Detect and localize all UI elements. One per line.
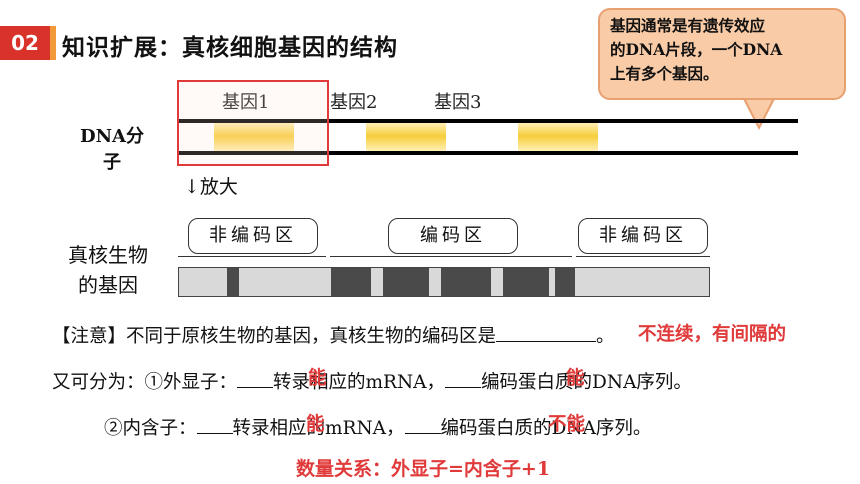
dna-label-line: 子	[103, 152, 121, 173]
intron-segment	[491, 268, 503, 296]
section-badge: 02	[0, 26, 50, 60]
dna-strand-bottom	[178, 151, 798, 155]
note-text: 转录相应的mRNA，	[232, 418, 405, 439]
gene-2-label: 基因2	[330, 92, 378, 113]
eukaryote-gene-label: 真核生物 的基因	[52, 240, 164, 300]
answer-intron-encode: 不能	[548, 414, 586, 435]
region-label-coding: 编码区	[388, 218, 518, 254]
exon-segment	[503, 268, 549, 296]
eukaryote-label-line: 的基因	[78, 273, 138, 297]
region-brace-right	[576, 256, 710, 266]
gene-2-block	[366, 121, 446, 151]
badge-accent-bar	[50, 26, 56, 60]
answer-blank	[237, 369, 274, 388]
eukaryote-gene-strip	[178, 267, 710, 297]
answer-intron-transcribe: 能	[306, 414, 325, 435]
callout-line: 上有多个基因。	[610, 64, 719, 83]
dna-label-line: DNA分	[79, 126, 145, 147]
note-text: 编码蛋白质的DNA序列。	[440, 418, 652, 439]
dna-strand-top	[178, 119, 798, 123]
region-brace-left	[178, 256, 326, 266]
answer-blank	[196, 415, 233, 434]
note-text: 。	[596, 326, 615, 347]
zoom-highlight-box	[177, 80, 329, 166]
intron-segment	[549, 268, 555, 296]
callout-line: 的DNA片段，一个DNA	[610, 40, 783, 59]
region-label-noncoding-right: 非编码区	[578, 218, 708, 254]
answer-blank	[445, 369, 482, 388]
gene-3-block	[518, 121, 598, 151]
eukaryote-label-line: 真核生物	[68, 243, 148, 267]
noncoding-segment	[239, 268, 329, 296]
page-title: 知识扩展：真核细胞基因的结构	[62, 34, 398, 61]
answer-discontinuous: 不连续，有间隔的	[638, 324, 787, 345]
exon-segment	[331, 268, 371, 296]
noncoding-segment	[179, 268, 227, 296]
exon-segment	[227, 268, 239, 296]
note-text: 编码蛋白质的DNA序列。	[481, 372, 692, 393]
note-line-2: 又可分为：①外显子： 转录相应的mRNA， 编码蛋白质的DNA序列。	[52, 368, 692, 394]
intron-segment	[429, 268, 441, 296]
zoom-label: ↓放大	[184, 176, 238, 198]
callout-line: 基因通常是有遗传效应	[610, 16, 766, 35]
gene-3-label: 基因3	[434, 92, 482, 113]
note-text: ②内含子：	[104, 418, 197, 439]
note-text: 转录相应的mRNA，	[273, 372, 446, 393]
note-text: 【注意】不同于原核生物的基因，真核生物的编码区是	[52, 326, 497, 347]
exon-segment	[555, 268, 575, 296]
gene-1-label: 基因1	[222, 92, 270, 113]
quantity-relation: 数量关系：外显子=内含子+1	[296, 458, 551, 480]
note-line-1: 【注意】不同于原核生物的基因，真核生物的编码区是 。	[52, 322, 615, 348]
exon-segment	[441, 268, 491, 296]
exon-segment	[383, 268, 429, 296]
note-text: 又可分为：①外显子：	[52, 372, 238, 393]
note-line-3: ②内含子： 转录相应的mRNA， 编码蛋白质的DNA序列。	[104, 414, 651, 440]
answer-exon-transcribe: 能	[308, 368, 327, 389]
intron-segment	[371, 268, 383, 296]
dna-label: DNA分 子	[72, 124, 152, 176]
answer-exon-encode: 能	[566, 368, 585, 389]
answer-blank	[496, 323, 597, 342]
region-label-noncoding-left: 非编码区	[188, 218, 318, 254]
noncoding-segment	[575, 268, 708, 296]
gene-1-block	[214, 121, 294, 151]
region-brace-middle	[330, 256, 572, 266]
answer-blank	[404, 415, 441, 434]
info-callout: 基因通常是有遗传效应 的DNA片段，一个DNA 上有多个基因。	[598, 8, 846, 100]
